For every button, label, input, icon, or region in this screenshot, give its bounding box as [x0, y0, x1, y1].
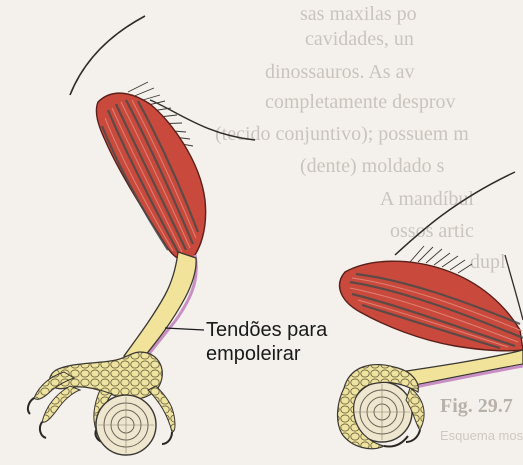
bg-caption-line: Esquema mostrando — [440, 428, 523, 443]
bg-line-5: (tecido conjuntivo); possuem m — [215, 123, 469, 145]
bg-line-6: (dente) moldado s — [300, 155, 445, 177]
bg-line-4: completamente desprov — [265, 91, 456, 113]
tendon-label-line-2: empoleirar — [206, 343, 300, 365]
bg-line-9: dupl — [470, 251, 506, 273]
tendon-label: Tendões para empoleirar — [206, 318, 327, 366]
perch-left — [96, 395, 156, 455]
left-leg — [28, 16, 255, 455]
bg-line-2: cavidades, un — [305, 28, 414, 50]
bg-fig-caption: Fig. 29.7 — [440, 395, 513, 417]
bg-line-7: A mandíbul — [380, 188, 474, 210]
tendon-label-line-1: Tendões para — [206, 319, 327, 341]
bg-line-1: sas maxilas po — [300, 3, 417, 25]
bg-line-3: dinossauros. As av — [265, 61, 414, 83]
label-leader-line — [165, 328, 204, 330]
